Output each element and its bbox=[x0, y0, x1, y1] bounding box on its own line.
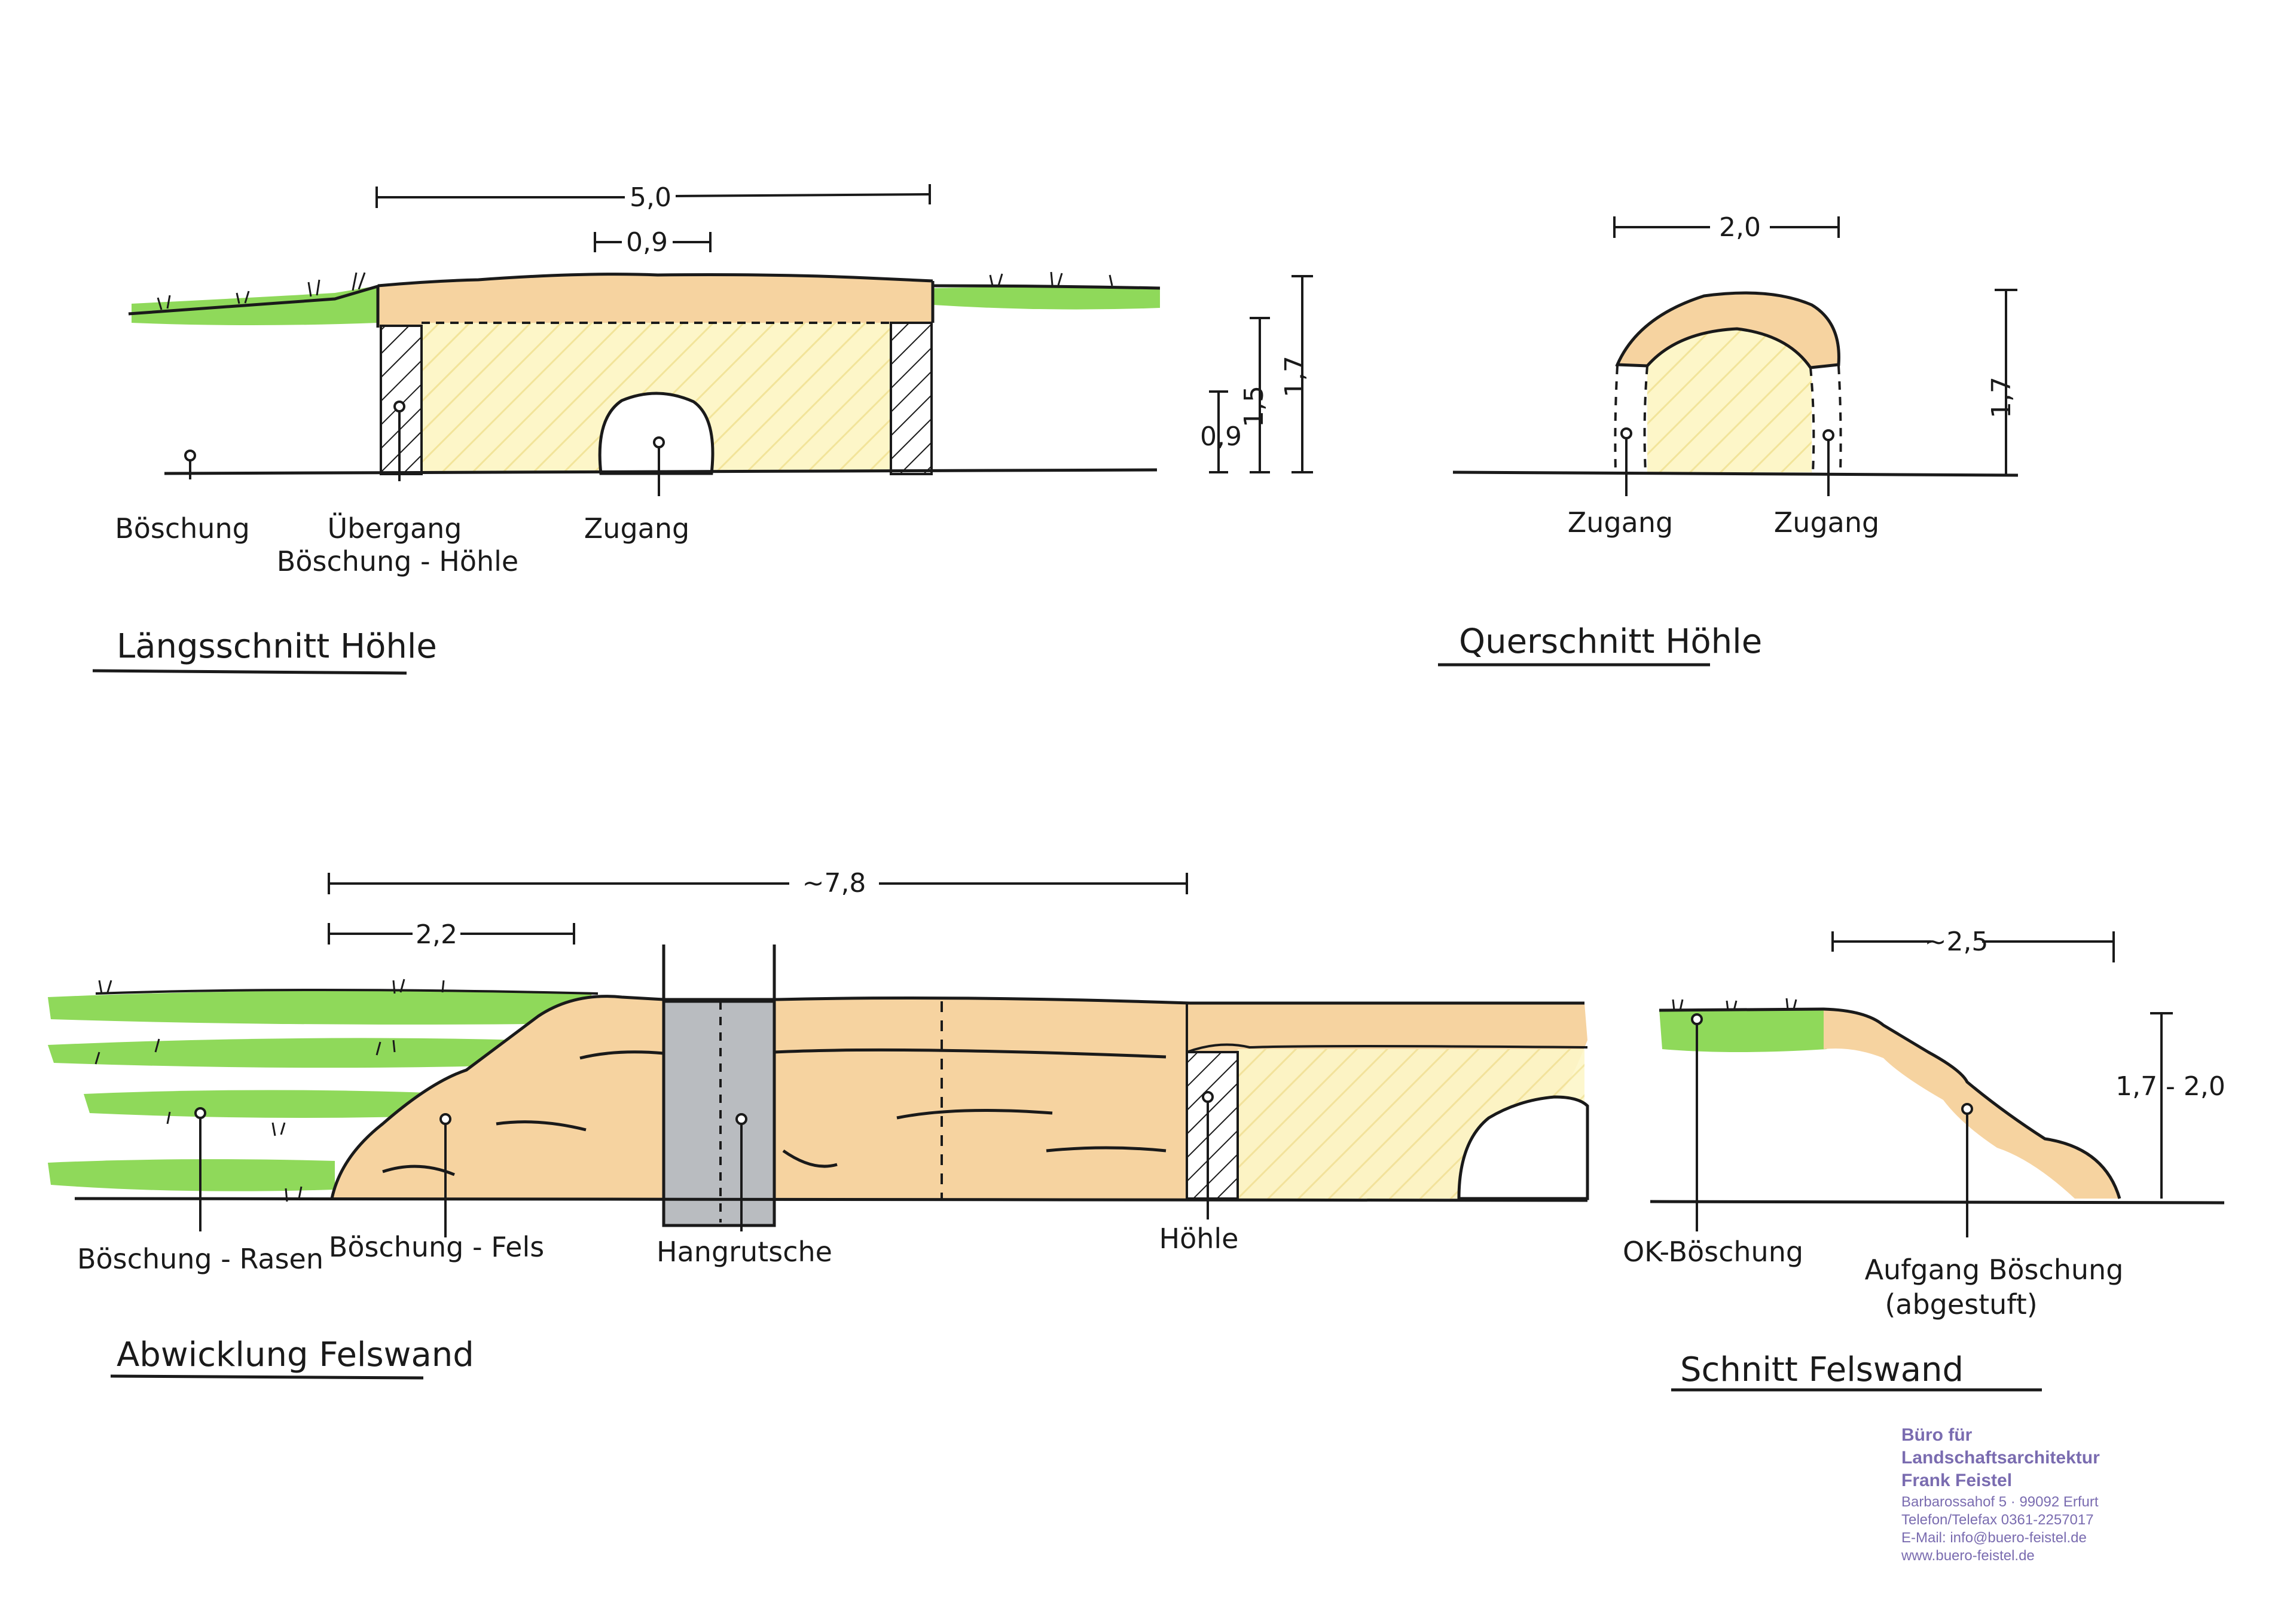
label-uebergang-1: Übergang bbox=[327, 512, 462, 545]
label-hoehle: Höhle bbox=[1159, 1222, 1239, 1255]
arch-shell bbox=[1615, 291, 1840, 369]
title-underline bbox=[92, 669, 407, 675]
dim-total-5: 5,0 bbox=[630, 182, 671, 213]
dim-part-22: 2,2 bbox=[416, 919, 457, 950]
cave-opening bbox=[1457, 1095, 1589, 1200]
schnitt-felswand-drawing bbox=[1650, 931, 2225, 1237]
grass-stripe-1 bbox=[48, 990, 592, 1025]
label-hangrutsche: Hangrutsche bbox=[657, 1236, 832, 1268]
stamp-line-7: www.buero-feistel.de bbox=[1901, 1548, 2035, 1564]
dim-height-17-20: 1,7 - 2,0 bbox=[2115, 1071, 2225, 1102]
ok-grass bbox=[1659, 1009, 1827, 1052]
dim-height-09: 0,9 bbox=[1200, 421, 1242, 452]
label-aufgang-1: Aufgang Böschung bbox=[1865, 1254, 2124, 1286]
dim-width-25: ~2,5 bbox=[1925, 927, 1989, 957]
ground-line-2 bbox=[1452, 470, 2019, 477]
right-wall-hatch bbox=[890, 322, 933, 475]
title-schnitt-felswand: Schnitt Felswand bbox=[1680, 1350, 1964, 1389]
label-ok-boeschung: OK-Böschung bbox=[1623, 1236, 1803, 1268]
dim-total-78: ~7,8 bbox=[802, 868, 866, 898]
stamp-line-6: E-Mail: info@buero-feistel.de bbox=[1901, 1530, 2087, 1546]
label-zugang: Zugang bbox=[584, 512, 689, 545]
office-stamp: Büro für Landschaftsarchitektur Frank Fe… bbox=[1901, 1425, 2100, 1564]
title-laengsschnitt: Längsschnitt Höhle bbox=[117, 627, 437, 666]
label-boeschung-rasen: Böschung - Rasen bbox=[77, 1243, 323, 1275]
stamp-line-3: Frank Feistel bbox=[1901, 1471, 2012, 1490]
hangrutsche-slide bbox=[662, 1000, 776, 1227]
ground-line-3 bbox=[74, 1197, 1588, 1202]
dim-height-17-q: 1,7 bbox=[1986, 377, 2017, 418]
stamp-line-5: Telefon/Telefax 0361-2257017 bbox=[1901, 1512, 2094, 1528]
ground-line-4 bbox=[1650, 1200, 2225, 1205]
abwicklung-drawing bbox=[48, 873, 1589, 1237]
ground-line bbox=[164, 468, 1158, 475]
label-aufgang-2: (abgestuft) bbox=[1885, 1288, 2037, 1321]
label-uebergang-2: Böschung - Höhle bbox=[277, 545, 518, 577]
label-boeschung-fels: Böschung - Fels bbox=[329, 1231, 544, 1263]
label-zugang-right: Zugang bbox=[1774, 506, 1879, 539]
grass-stripe-3 bbox=[84, 1090, 430, 1118]
stamp-line-2: Landschaftsarchitektur bbox=[1901, 1448, 2100, 1468]
cave-roof-slab bbox=[378, 274, 933, 328]
grass-stripe-4 bbox=[48, 1159, 335, 1191]
title-abwicklung: Abwicklung Felswand bbox=[117, 1335, 474, 1374]
title-querschnitt: Querschnitt Höhle bbox=[1459, 622, 1762, 661]
grass-stripe-2 bbox=[48, 1038, 526, 1068]
dim-height-15: 1,5 bbox=[1239, 386, 1269, 427]
laengsschnitt-drawing bbox=[128, 184, 1313, 496]
entrance-arch bbox=[598, 392, 715, 475]
label-boeschung: Böschung bbox=[115, 512, 250, 545]
stamp-line-1: Büro für bbox=[1901, 1425, 1973, 1445]
left-wall-hatch bbox=[380, 325, 423, 475]
arch-interior bbox=[1647, 329, 1812, 472]
grass-right bbox=[933, 286, 1160, 310]
label-zugang-left: Zugang bbox=[1568, 506, 1673, 539]
hoehle-wall-hatch bbox=[1186, 1051, 1239, 1200]
querschnitt-drawing bbox=[1452, 216, 2019, 496]
slope-fill bbox=[1824, 1009, 2120, 1199]
stamp-line-4: Barbarossahof 5 · 99092 Erfurt bbox=[1901, 1494, 2099, 1510]
dim-height-17: 1,7 bbox=[1280, 356, 1310, 398]
dim-opening-09: 0,9 bbox=[626, 227, 668, 258]
dim-width-20: 2,0 bbox=[1719, 212, 1761, 243]
title-underline bbox=[110, 1374, 424, 1380]
